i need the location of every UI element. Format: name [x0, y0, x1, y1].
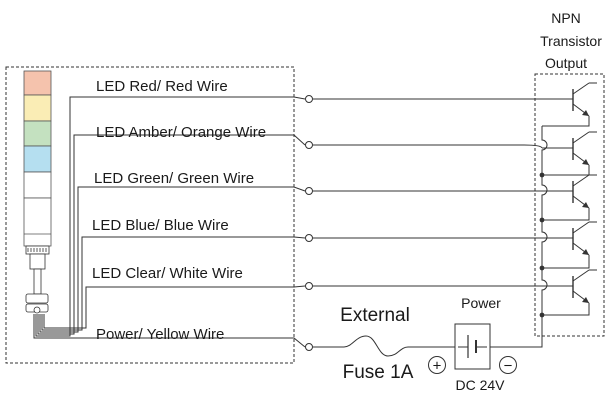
- junction-dots: [539, 172, 545, 318]
- tower-enclosure: [5, 66, 295, 364]
- wire-label-red: LED Red/ Red Wire: [96, 78, 228, 95]
- tower-neck: [29, 253, 46, 270]
- power-circuit: External Fuse 1A Power DC 24V + −: [313, 295, 543, 393]
- terminal-blue: [305, 234, 313, 242]
- output-title-line-2: Transistor: [540, 33, 602, 49]
- cable-bundle: [33, 96, 95, 339]
- terminal-red: [305, 95, 313, 103]
- plus-symbol: +: [433, 358, 442, 375]
- tower-segment-blue: [23, 145, 52, 173]
- transistor-4: [542, 221, 597, 269]
- output-title: NPN Transistor Output: [540, 10, 602, 71]
- wire-label-blue: LED Blue/ Blue Wire: [92, 217, 229, 234]
- minus-symbol: −: [504, 358, 513, 375]
- terminal-amber: [305, 141, 313, 149]
- terminal-green: [305, 187, 313, 195]
- transistor-3: [542, 174, 597, 221]
- signal-tower: [23, 70, 52, 314]
- tower-segment-red: [23, 70, 52, 96]
- transistor-1: [542, 82, 597, 127]
- wire-label-amber: LED Amber/ Orange Wire: [96, 124, 266, 141]
- tower-nut-top: [25, 293, 49, 304]
- wire-label-power: Power/ Yellow Wire: [96, 326, 224, 343]
- transistor-array: [539, 82, 597, 318]
- plus-terminal-icon: +: [428, 356, 446, 375]
- transistor-5: [542, 269, 597, 316]
- voltage-label: DC 24V: [455, 377, 505, 393]
- tower-segment-green: [23, 120, 52, 147]
- minus-terminal-icon: −: [499, 356, 517, 375]
- power-label: Power: [461, 295, 501, 311]
- output-title-line-1: NPN: [551, 10, 581, 26]
- output-title-line-3: Output: [545, 55, 587, 71]
- wire-labels: LED Red/ Red Wire LED Amber/ Orange Wire…: [92, 78, 266, 343]
- wire-label-green: LED Green/ Green Wire: [94, 170, 254, 187]
- terminal-power: [305, 343, 313, 351]
- transistor-2: [542, 131, 597, 176]
- terminal-clear: [305, 282, 313, 290]
- tower-pole: [33, 268, 42, 295]
- transistor-output-enclosure: [534, 73, 605, 337]
- tower-segment-amber: [23, 94, 52, 122]
- tower-base: [23, 197, 52, 247]
- terminals: [305, 95, 313, 351]
- tower-segment-clear: [23, 171, 52, 199]
- external-label: External: [340, 305, 410, 326]
- wire-label-clear: LED Clear/ White Wire: [92, 265, 243, 282]
- signal-wires: [95, 96, 543, 348]
- fuse-label: Fuse 1A: [343, 362, 414, 383]
- tower-mount-ring: [25, 245, 50, 255]
